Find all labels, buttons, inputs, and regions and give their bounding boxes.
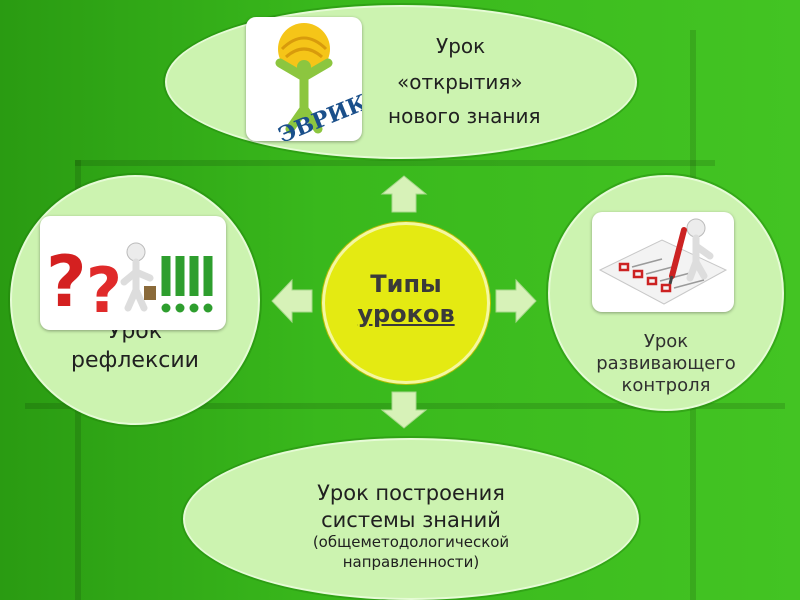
checklist-pencil-figure-icon bbox=[598, 218, 728, 305]
top-oval bbox=[165, 5, 637, 159]
center-label: Типы уроков bbox=[325, 269, 487, 329]
arrow-down-icon bbox=[380, 391, 428, 429]
left-label-line2: рефлексии bbox=[71, 348, 199, 373]
svg-text:?: ? bbox=[86, 254, 122, 327]
center-label-line2: уроков bbox=[357, 300, 455, 328]
reflection-card: ? ? bbox=[40, 216, 226, 330]
right-label: Урок развивающего контроля bbox=[550, 331, 782, 397]
question-exclamation-figure-icon: ? ? bbox=[46, 241, 213, 327]
eureka-logo-text: ЭВРИКА bbox=[275, 83, 362, 141]
right-label-line1: Урок bbox=[643, 331, 689, 352]
arrow-left-icon bbox=[271, 278, 313, 324]
arrow-right-icon bbox=[495, 278, 537, 324]
control-card bbox=[592, 212, 734, 312]
top-label-line2: «открытия» bbox=[397, 70, 523, 94]
bottom-label-main: Урок построения системы знаний bbox=[185, 480, 637, 534]
arrow-up-icon bbox=[380, 175, 428, 213]
right-label-line2: развивающего bbox=[596, 353, 736, 374]
background-stripe bbox=[75, 160, 715, 166]
bottom-label-line2: системы знаний bbox=[321, 508, 501, 532]
bottom-label-line4: направленности) bbox=[342, 553, 480, 571]
bottom-label-line3: (общеметодологической bbox=[312, 533, 510, 551]
center-label-line1: Типы bbox=[370, 270, 442, 298]
right-label-line3: контроля bbox=[621, 375, 711, 396]
eureka-card: ЭВРИКА bbox=[246, 17, 362, 141]
center-circle: Типы уроков bbox=[322, 222, 490, 384]
bottom-label-line1: Урок построения bbox=[317, 481, 505, 505]
bottom-oval: Урок построения системы знаний (общемето… bbox=[183, 438, 639, 600]
eureka-logo-icon: ЭВРИКА bbox=[275, 23, 362, 141]
svg-text:?: ? bbox=[46, 241, 87, 323]
top-label-line1: Урок bbox=[436, 34, 486, 58]
top-label-line3: нового знания bbox=[388, 104, 541, 128]
bottom-label-sub: (общеметодологической направленности) bbox=[185, 532, 637, 572]
